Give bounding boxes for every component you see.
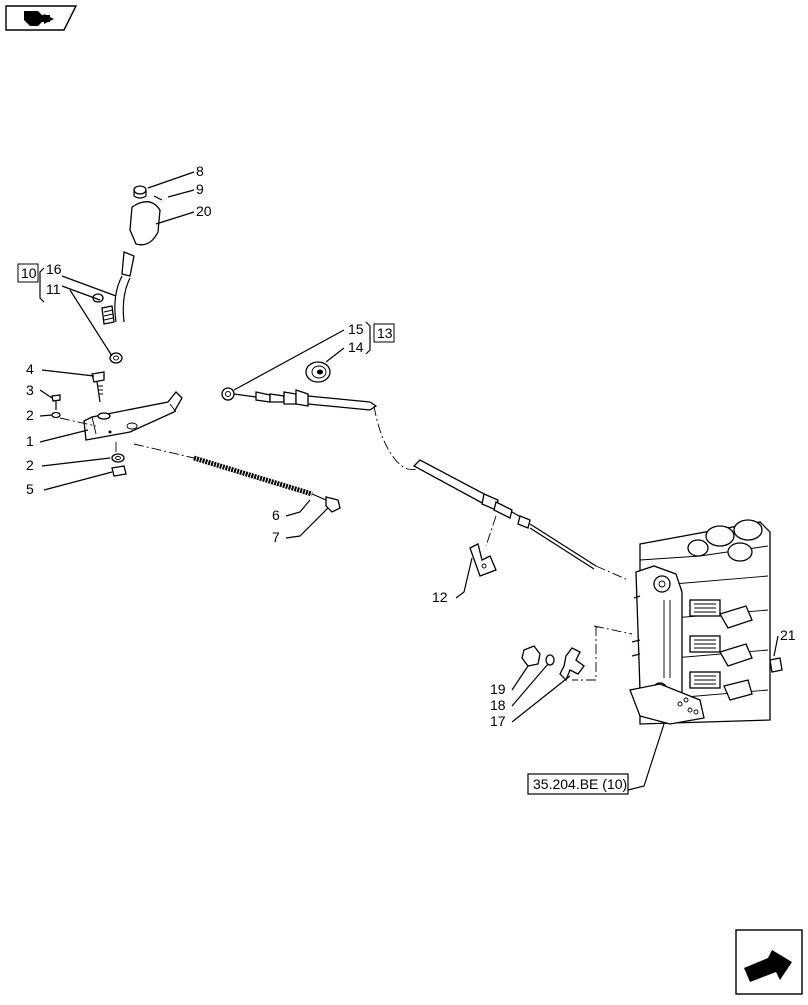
callout-2b: 2 <box>26 457 34 473</box>
next-page-arrow-icon[interactable] <box>735 929 803 995</box>
callout-2a: 2 <box>26 407 34 423</box>
callout-labels: 8 9 20 10 16 11 4 3 2 1 2 5 6 7 12 15 14… <box>17 163 796 729</box>
callout-9: 9 <box>196 181 204 197</box>
leader-lines <box>39 171 779 791</box>
callout-18: 18 <box>490 697 506 713</box>
reference-label: 35.204.BE (10) <box>533 776 627 792</box>
valve-block <box>521 519 783 725</box>
callout-8: 8 <box>196 163 204 179</box>
callout-10: 10 <box>21 265 37 281</box>
callout-21: 21 <box>780 627 796 643</box>
callout-6: 6 <box>272 507 280 523</box>
callout-14: 14 <box>348 339 364 355</box>
callout-15: 15 <box>348 321 364 337</box>
callout-17: 17 <box>490 713 506 729</box>
book-arrow-icon[interactable] <box>5 5 78 31</box>
callout-7: 7 <box>272 529 280 545</box>
control-cable <box>221 361 597 577</box>
callout-20: 20 <box>196 203 212 219</box>
callout-19: 19 <box>490 681 506 697</box>
callout-3: 3 <box>26 382 34 398</box>
callout-16: 16 <box>46 261 62 277</box>
callout-12: 12 <box>432 589 448 605</box>
callout-13: 13 <box>377 325 393 341</box>
reference-link[interactable]: 35.204.BE (10) <box>527 773 629 795</box>
callout-11: 11 <box>46 281 61 297</box>
gear-lever-assembly <box>51 185 183 477</box>
callout-1: 1 <box>26 433 34 449</box>
callout-4: 4 <box>26 361 34 377</box>
callout-5: 5 <box>26 481 34 497</box>
spring-rod <box>133 443 341 513</box>
